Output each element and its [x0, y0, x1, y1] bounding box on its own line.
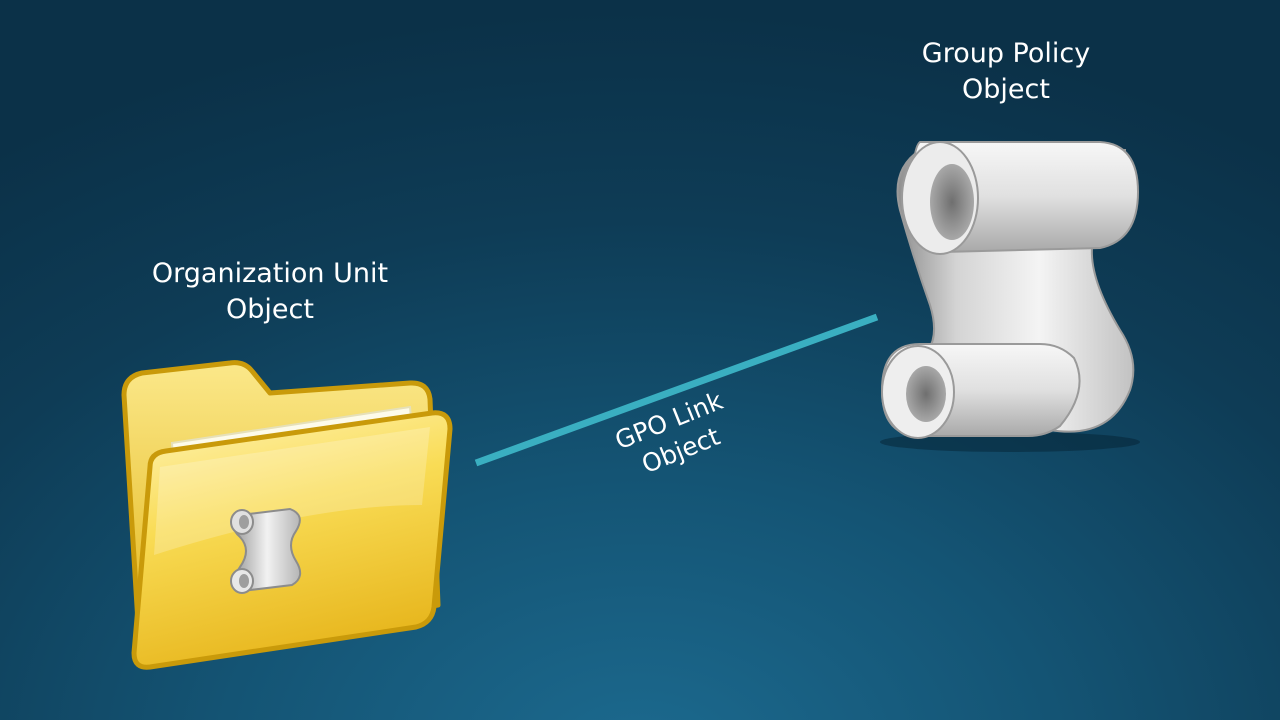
gpo-label: Group Policy Object [856, 36, 1156, 108]
ou-label-line1: Organization Unit [151, 258, 389, 289]
gpo-label-line2: Object [962, 74, 1050, 105]
gpo-label-line1: Group Policy [921, 38, 1091, 69]
link-connector [474, 313, 879, 467]
scroll-icon [880, 141, 1140, 452]
folder-with-scroll-icon [121, 360, 453, 670]
small-scroll-icon [230, 507, 302, 594]
ou-label-line2: Object [226, 294, 314, 325]
folder-gloss [154, 427, 430, 555]
ou-label: Organization Unit Object [120, 256, 420, 328]
